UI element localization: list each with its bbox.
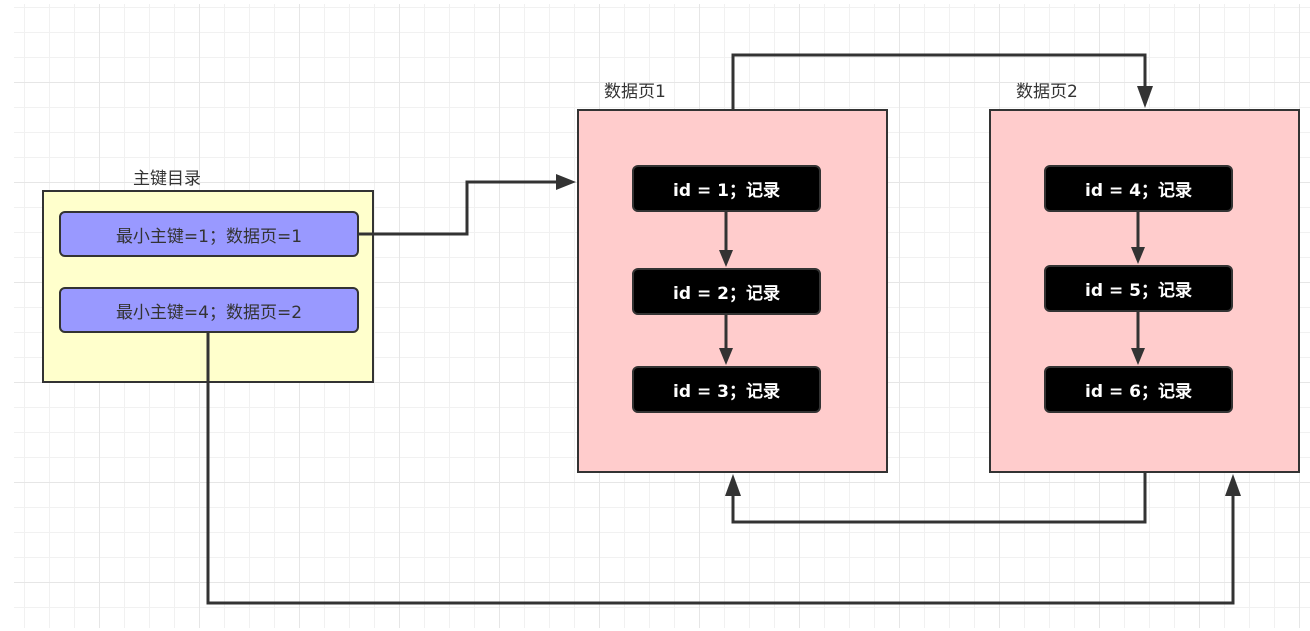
record-5[interactable]: id = 5；记录: [1044, 265, 1233, 312]
data-page-1-title: 数据页1: [604, 82, 666, 102]
record-6[interactable]: id = 6；记录: [1044, 366, 1233, 413]
directory-entry-2[interactable]: 最小主键=4；数据页=2: [59, 287, 359, 333]
record-2[interactable]: id = 2；记录: [632, 268, 821, 315]
directory-entry-1[interactable]: 最小主键=1；数据页=1: [59, 211, 359, 257]
record-4[interactable]: id = 4；记录: [1044, 165, 1233, 212]
record-3[interactable]: id = 3；记录: [632, 366, 821, 413]
data-page-2-title: 数据页2: [1016, 82, 1078, 102]
record-1[interactable]: id = 1；记录: [632, 165, 821, 212]
directory-title: 主键目录: [133, 169, 201, 189]
